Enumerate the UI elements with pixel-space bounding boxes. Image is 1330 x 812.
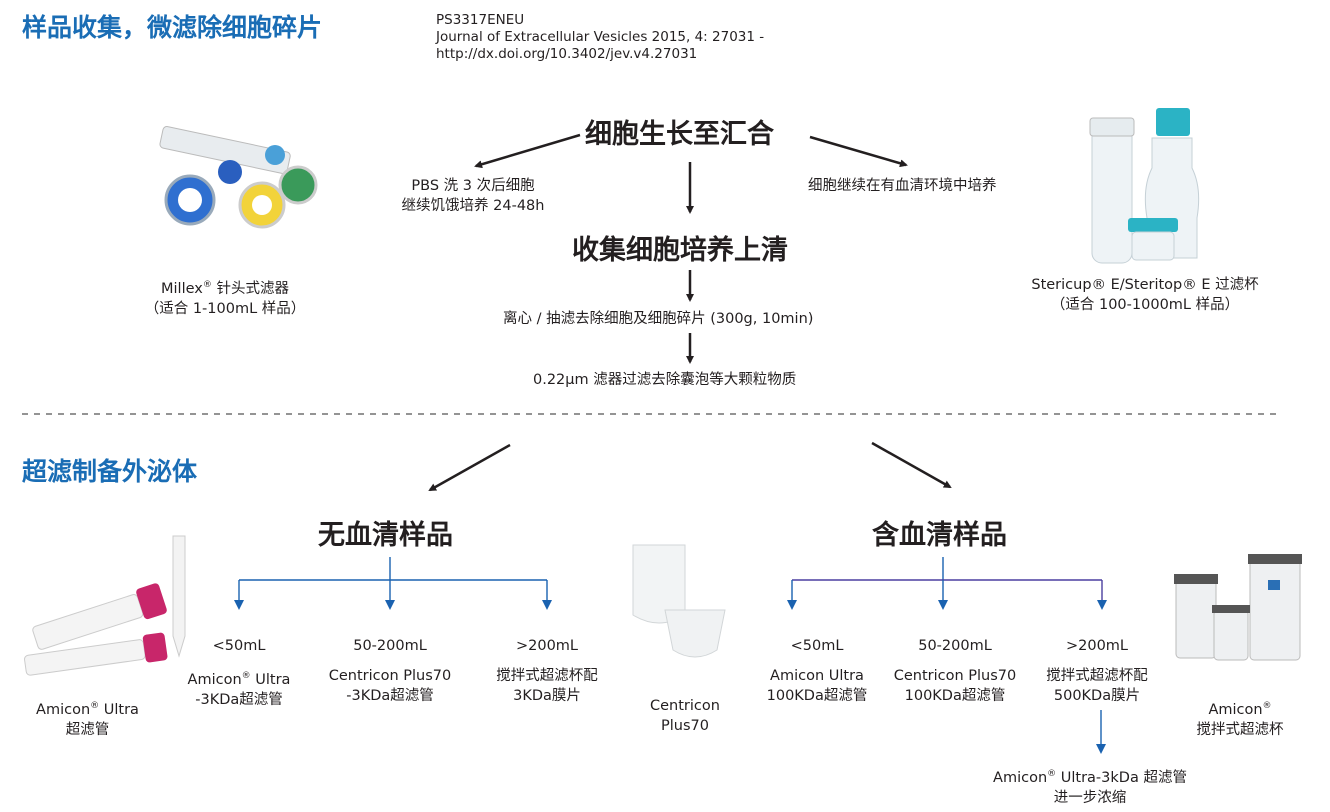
millex-range: （适合 1-100mL 样品） — [144, 300, 306, 317]
registered-mark: ® — [241, 671, 251, 681]
option-product: Amicon Ultra — [770, 668, 864, 684]
serum-option-3: >200mL 搅拌式超滤杯配 500KDa膜片 — [1022, 636, 1172, 706]
centricon-name: Centricon — [650, 698, 720, 714]
amicon-ultra-caption: Amicon® Ultra 超滤管 — [30, 696, 145, 740]
stirred-cell-image — [1174, 554, 1302, 661]
option-range: >200mL — [515, 638, 579, 654]
millex-caption: Millex® 针头式滤器 （适合 1-100mL 样品） — [120, 275, 330, 319]
amicon-type: 超滤管 — [65, 721, 110, 738]
serum-free-option-1: <50mL Amicon® Ultra -3KDa超滤管 — [164, 636, 314, 710]
millex-name: Millex — [161, 280, 203, 297]
option-product: Centricon Plus70 — [893, 668, 1017, 684]
section-title-sample-collection: 样品收集，微滤除细胞碎片 — [22, 13, 323, 42]
further-product-suffix: Ultra-3kDa 超滤管 — [1056, 769, 1187, 786]
serum-free-option-2: 50-200mL Centricon Plus70 -3KDa超滤管 — [315, 636, 465, 706]
black-arrows — [428, 133, 952, 492]
left-branch-line1: PBS 洗 3 次后细胞 — [411, 178, 535, 194]
option-detail: 3KDa膜片 — [513, 688, 581, 704]
serum-option-2: 50-200mL Centricon Plus70 100KDa超滤管 — [880, 636, 1030, 706]
millex-type: 针头式滤器 — [211, 280, 289, 297]
centricon-image — [632, 544, 726, 658]
further-detail: 进一步浓缩 — [1053, 789, 1127, 806]
registered-mark: ® — [1262, 701, 1272, 711]
option-detail: -3KDa超滤管 — [195, 691, 283, 708]
option-detail: 100KDa超滤管 — [904, 688, 1006, 704]
option-range: <50mL — [212, 638, 266, 654]
step-collect-supernatant: 收集细胞培养上清 — [572, 235, 788, 266]
step-filter: 0.22µm 滤器过滤去除囊泡等大颗粒物质 — [533, 372, 797, 388]
stirred-cell-caption: Amicon® 搅拌式超滤杯 — [1175, 696, 1305, 740]
reference-id: PS3317ENEU — [436, 12, 525, 28]
registered-mark: ® — [1047, 769, 1057, 779]
stericup-range: （适合 100-1000mL 样品） — [1050, 297, 1240, 313]
option-range: 50-200mL — [353, 638, 427, 654]
stirred-cell-brand: Amicon — [1208, 701, 1263, 718]
option-product-suffix: Ultra — [250, 671, 291, 688]
stirred-cell-type: 搅拌式超滤杯 — [1196, 721, 1284, 738]
amicon-suffix: Ultra — [99, 701, 139, 718]
option-product: Centricon Plus70 — [328, 668, 452, 684]
amicon-name: Amicon — [36, 701, 91, 718]
left-branch-text: PBS 洗 3 次后细胞 继续饥饿培养 24-48h — [378, 176, 568, 216]
option-range: 50-200mL — [918, 638, 992, 654]
stericup-name: Stericup® E/Steritop® E 过滤杯 — [1031, 277, 1259, 293]
step-centrifuge: 离心 / 抽滤去除细胞及细胞碎片 (300g, 10min) — [503, 311, 814, 327]
further-concentration: Amicon® Ultra-3kDa 超滤管 进一步浓缩 — [960, 764, 1220, 808]
serum-tree — [787, 557, 1107, 754]
reference-doi[interactable]: http://dx.doi.org/10.3402/jev.v4.27031 — [436, 46, 698, 62]
reference: PS3317ENEU Journal of Extracellular Vesi… — [436, 12, 764, 63]
amicon-ultra-image — [24, 535, 186, 676]
serum-title: 含血清样品 — [872, 520, 1007, 551]
serum-option-1: <50mL Amicon Ultra 100KDa超滤管 — [742, 636, 892, 706]
serum-free-tree — [234, 557, 552, 610]
stericup-caption: Stericup® E/Steritop® E 过滤杯 （适合 100-1000… — [1010, 275, 1280, 315]
option-product: 搅拌式超滤杯配 — [496, 668, 598, 684]
option-detail: 100KDa超滤管 — [766, 688, 868, 704]
step-cell-confluence: 细胞生长至汇合 — [585, 119, 774, 150]
option-product: Amicon — [187, 671, 242, 688]
option-range: >200mL — [1065, 638, 1129, 654]
serum-free-title: 无血清样品 — [318, 520, 453, 551]
millex-filter-image — [159, 126, 318, 229]
centricon-model: Plus70 — [661, 718, 709, 734]
option-product: 搅拌式超滤杯配 — [1046, 668, 1148, 684]
option-range: <50mL — [790, 638, 844, 654]
reference-journal: Journal of Extracellular Vesicles 2015, … — [436, 29, 765, 45]
section-title-ultrafiltration: 超滤制备外泌体 — [22, 457, 198, 486]
left-branch-line2: 继续饥饿培养 24-48h — [401, 198, 545, 214]
option-detail: -3KDa超滤管 — [346, 688, 434, 704]
further-product: Amicon — [993, 769, 1048, 786]
centricon-caption: Centricon Plus70 — [630, 696, 740, 736]
stericup-image — [1089, 108, 1200, 264]
right-branch-text: 细胞继续在有血清环境中培养 — [808, 178, 997, 194]
option-detail: 500KDa膜片 — [1053, 688, 1141, 704]
registered-mark: ® — [90, 701, 100, 711]
registered-mark: ® — [202, 280, 212, 290]
serum-free-option-3: >200mL 搅拌式超滤杯配 3KDa膜片 — [472, 636, 622, 706]
